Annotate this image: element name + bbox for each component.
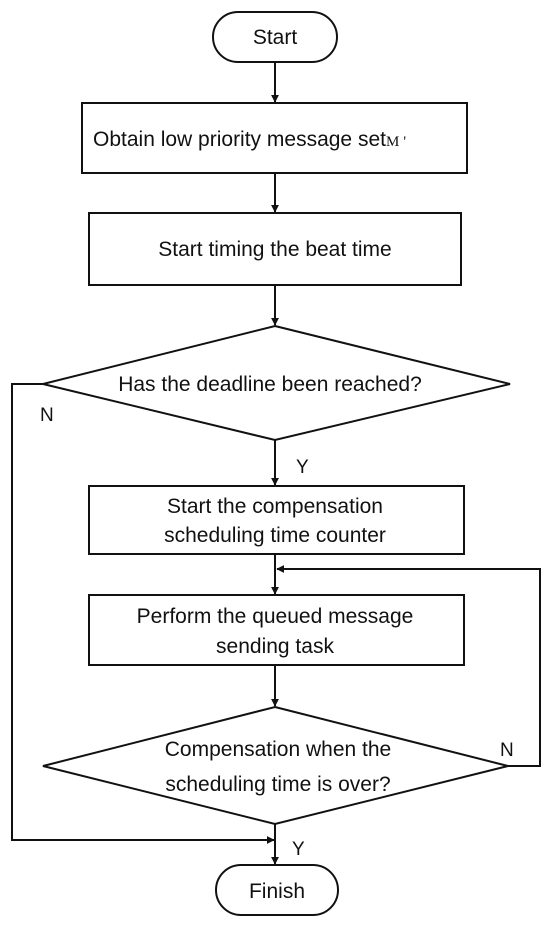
perform-label-line1: Perform the queued message: [137, 605, 414, 628]
obtain-label-trailing: ': [403, 134, 406, 150]
deadline-decision-node: Has the deadline been reached?: [42, 324, 511, 442]
compensation-label-line1: Compensation when the: [165, 738, 391, 761]
finish-label: Finish: [249, 880, 305, 903]
deadline-label: Has the deadline been reached?: [118, 373, 422, 396]
start-timing-node: Start timing the beat time: [88, 212, 462, 286]
compensation-no-label: N: [500, 740, 514, 761]
start-node: Start: [212, 11, 338, 63]
deadline-no-label: N: [40, 405, 54, 426]
obtain-label: Obtain low priority message setM': [93, 128, 406, 151]
compensation-label-line2: scheduling time is over?: [165, 773, 390, 796]
arrow-compensation-no-loop: [276, 565, 541, 767]
perform-task-node: Perform the queued message sending task: [88, 594, 465, 666]
counter-label-line1: Start the compensation: [167, 495, 383, 518]
perform-label-line2: sending task: [216, 635, 334, 658]
obtain-label-symbol: M: [386, 134, 399, 150]
deadline-yes-label: Y: [296, 457, 309, 478]
finish-terminator-shape: [215, 864, 339, 916]
obtain-label-text: Obtain low priority message set: [93, 128, 386, 151]
compensation-decision-node: Compensation when the scheduling time is…: [42, 705, 509, 826]
compensation-yes-label: Y: [292, 839, 305, 860]
timing-label: Start timing the beat time: [158, 238, 391, 261]
start-counter-node: Start the compensation scheduling time c…: [88, 485, 465, 555]
arrow-deadline-no-to-finish: [11, 383, 275, 844]
obtain-message-set-node: Obtain low priority message setM': [81, 102, 468, 174]
compensation-decision-shape: [42, 705, 509, 826]
counter-label-line2: scheduling time counter: [164, 524, 386, 547]
finish-node: Finish: [215, 864, 339, 916]
start-label: Start: [253, 26, 298, 49]
counter-process-shape: [88, 485, 465, 555]
perform-process-shape: [88, 594, 465, 666]
obtain-process-shape: [81, 102, 468, 174]
